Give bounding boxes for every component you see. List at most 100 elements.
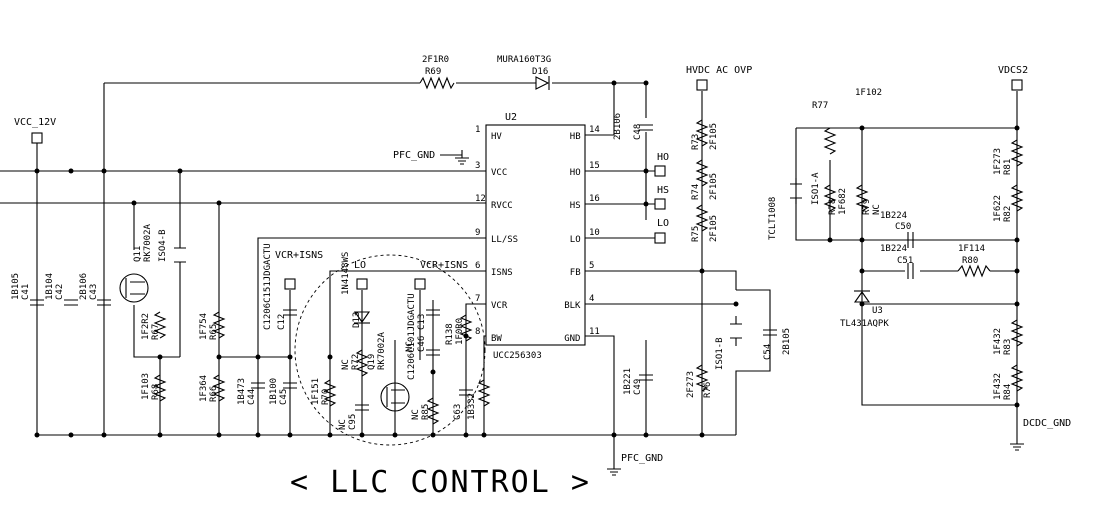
component-label-q11: Q11 [133, 246, 143, 262]
u2-pin-number: 7 [475, 294, 480, 304]
component-label-r66: R66 [209, 386, 219, 402]
d16-value: MURA160T3G [497, 55, 551, 65]
component-label-c46: C46 [417, 336, 427, 352]
component-label-r84: R84 [1003, 384, 1013, 400]
component-label-r67: R67 [151, 324, 161, 340]
c51-value: 1B224 [880, 244, 907, 254]
d16-ref: D16 [532, 67, 548, 77]
ground-symbols [440, 150, 1024, 476]
component-label-c63: C63 [453, 404, 463, 420]
component-label-c44: C44 [247, 389, 257, 405]
component-label-d13: D13 [352, 312, 362, 328]
component-label-r72v: NC [341, 359, 351, 370]
u2-pin-name: BLK [564, 301, 581, 311]
net-pfc-gnd-bot: PFC_GND [621, 453, 663, 464]
component-label-r68: R68 [151, 384, 161, 400]
component-label-r68v: 1F103 [141, 373, 151, 400]
component-label-c45: C45 [279, 389, 289, 405]
component-label-r85: R85 [421, 404, 431, 420]
r69-value: 2F1R0 [422, 55, 449, 65]
u2-pin-name: HB [570, 132, 581, 142]
u2-pin-number: 12 [475, 194, 486, 204]
component-label-c95: C95 [348, 414, 358, 430]
component-label-c46v: NC [405, 341, 415, 352]
component-label-r71v: 1B332 [467, 393, 477, 420]
component-label-r83v: 1F432 [993, 328, 1003, 355]
component-label-c49: C49 [633, 379, 643, 395]
u2-pin-name: FB [570, 268, 581, 278]
component-label-r65: R65 [209, 324, 219, 340]
component-label-r79v: NC [872, 204, 882, 215]
component-label-r84v: 1F432 [993, 373, 1003, 400]
diodes [353, 76, 871, 324]
net-hvdc: HVDC AC OVP [686, 65, 752, 76]
component-label-q19: Q19 [367, 354, 377, 370]
net-dcdc-gnd: DCDC_GND [1023, 418, 1071, 429]
component-label-c13v: C1206C101JDGACTU [407, 293, 417, 380]
junctions [34, 80, 1020, 438]
component-label-r79: R79 [862, 199, 872, 215]
component-label-c43v: 2B106 [79, 273, 89, 300]
component-label-r76: R76 [703, 382, 713, 398]
r77-ref: R77 [812, 101, 828, 111]
component-label-r73v: 2F105 [709, 123, 719, 150]
u2-ref: U2 [505, 112, 517, 123]
c50-value: 1B224 [880, 211, 907, 221]
component-label-r138v: 1F0R0 [455, 318, 465, 345]
component-label-r74v: 2F105 [709, 173, 719, 200]
component-label-c54: C54 [763, 344, 773, 360]
component-label-c48: C48 [633, 124, 643, 140]
component-label-c41v: 1B105 [11, 273, 21, 300]
component-label-r66v: 1F364 [199, 375, 209, 402]
capacitors [30, 124, 914, 411]
component-label-iso1a: ISO1-A [811, 172, 821, 205]
u3-ref: U3 [872, 306, 883, 316]
component-label-c12v: C1206C151JDGACTU [263, 243, 273, 330]
r69-ref: R69 [425, 67, 441, 77]
u2-pin-number: 6 [475, 261, 480, 271]
component-label-q11v: RK7002A [143, 223, 153, 262]
u2-pin-number: 14 [589, 125, 600, 135]
component-label-r85v: NC [411, 409, 421, 420]
resistors [153, 76, 1024, 425]
net-vcr-isns: VCR+ISNS [275, 250, 323, 261]
component-label-r75v: 2F105 [709, 215, 719, 242]
component-label-r78v: 1F682 [838, 188, 848, 215]
highlight-circle [294, 254, 486, 446]
u2-body [485, 124, 586, 346]
component-label-c42v: 1B104 [45, 273, 55, 300]
u2-pin-number: 10 [589, 228, 600, 238]
u2-pin-name: HS [570, 201, 581, 211]
net-hs: HS [657, 185, 669, 196]
diagram-title: < LLC CONTROL > [290, 465, 591, 500]
r80-value: 1F114 [958, 244, 985, 254]
net-vcc12: VCC_12V [14, 117, 56, 128]
u2-pin-number: 16 [589, 194, 600, 204]
component-label-iso1a_p: TCLT1008 [768, 197, 778, 240]
u2-pin-name: HO [570, 168, 581, 178]
component-label-c95v: NC [338, 419, 348, 430]
component-label-r81v: 1F273 [993, 148, 1003, 175]
net-pfc-gnd-top: PFC_GND [393, 150, 435, 161]
component-label-iso1b: ISO1-B [715, 337, 725, 370]
u2-pin-number: 4 [589, 294, 594, 304]
component-label-r73: R73 [691, 134, 701, 150]
component-label-c49v: 1B221 [623, 368, 633, 395]
component-label-c42: C42 [55, 284, 65, 300]
component-label-r138: R138 [445, 323, 455, 345]
component-label-c13: C13 [417, 314, 427, 330]
component-label-iso4b: ISO4-B [158, 229, 168, 262]
u2-pin-name: BW [491, 334, 502, 344]
u3-value: TL431AQPK [840, 319, 889, 329]
component-label-r83: R83 [1003, 339, 1013, 355]
u2-part: UCC256303 [493, 351, 542, 361]
component-label-q19v: RK7002A [377, 331, 387, 370]
component-label-r75: R75 [691, 226, 701, 242]
component-label-r70v: 1F151 [311, 378, 321, 405]
c51-ref: C51 [897, 256, 913, 266]
u2-pin-number: 15 [589, 161, 600, 171]
u2-pin-number: 11 [589, 327, 600, 337]
